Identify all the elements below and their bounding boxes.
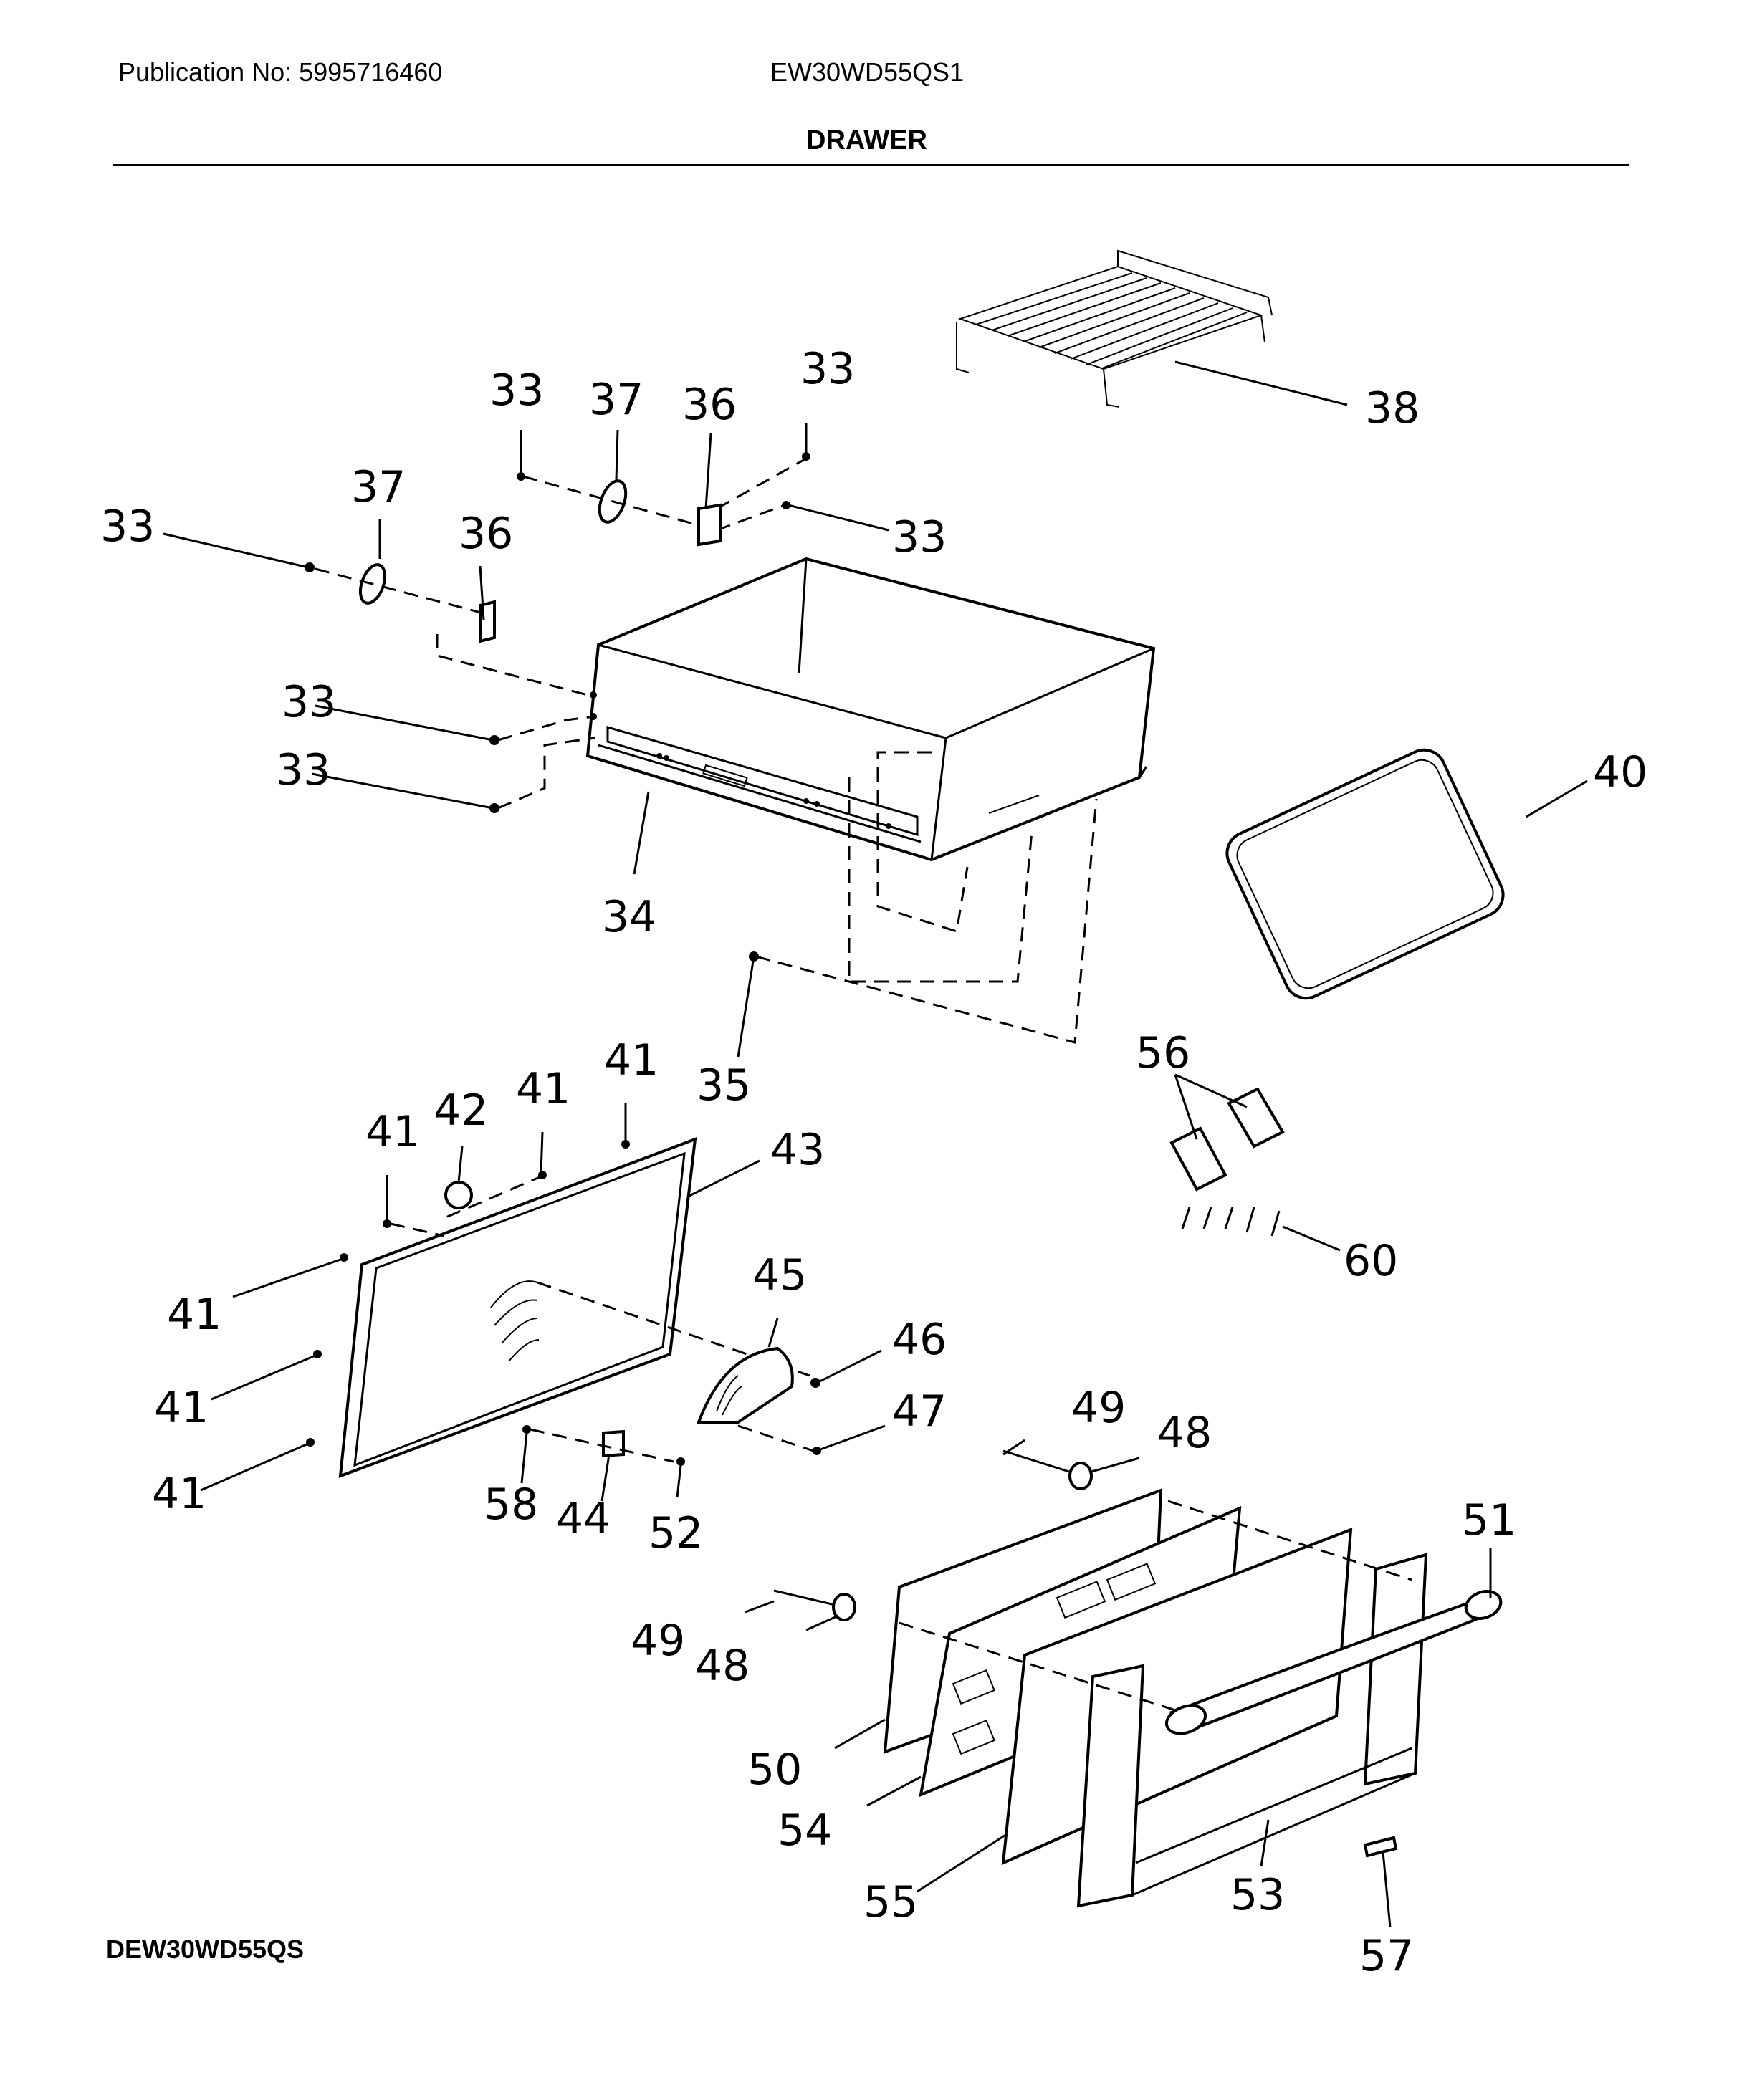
callout-33-mid: 33 [282, 677, 336, 727]
door-frame-right-53[interactable] [1363, 1553, 1428, 1786]
leader-35 [737, 956, 755, 1058]
publication-number: Publication No: 5995716460 [118, 57, 443, 87]
callout-33-top-right: 33 [800, 344, 855, 394]
callout-53: 53 [1230, 1870, 1285, 1920]
callout-41-left-upper: 41 [167, 1290, 221, 1340]
vent-plate-45[interactable] [697, 1346, 794, 1424]
callout-41-left-mid: 41 [154, 1383, 209, 1433]
hinge-bracket-56b[interactable] [1227, 1087, 1285, 1149]
leader-43 [687, 1159, 760, 1198]
callout-40: 40 [1593, 747, 1647, 797]
drawer-box-part[interactable] [585, 557, 1156, 862]
header-rule [113, 164, 1629, 166]
callout-47: 47 [892, 1386, 947, 1437]
callout-37-top: 37 [589, 375, 643, 425]
callout-51: 51 [1462, 1495, 1516, 1545]
callout-35: 35 [697, 1060, 751, 1111]
callout-56: 56 [1136, 1028, 1190, 1078]
callout-38: 38 [1365, 383, 1420, 433]
callout-43: 43 [770, 1125, 825, 1175]
model-number: EW30WD55QS1 [770, 57, 965, 87]
callout-36-top: 36 [682, 380, 737, 430]
callout-36-left: 36 [459, 509, 513, 559]
callout-49-upper: 49 [1071, 1383, 1126, 1433]
screws-60[interactable] [1181, 1207, 1281, 1237]
callout-48-lower: 48 [695, 1641, 750, 1691]
inner-door-panel-part[interactable] [338, 1136, 697, 1478]
callout-41-upper: 41 [516, 1064, 570, 1114]
callout-60: 60 [1344, 1236, 1398, 1286]
callout-44: 44 [556, 1494, 611, 1544]
callout-45: 45 [752, 1250, 807, 1300]
callout-49-lower: 49 [631, 1616, 685, 1666]
callout-33-right: 33 [892, 512, 947, 562]
section-title: DRAWER [806, 125, 927, 155]
oven-rack-part[interactable] [956, 249, 1273, 408]
leader-40 [1526, 780, 1588, 818]
callout-41-top: 41 [604, 1035, 659, 1085]
callout-55: 55 [863, 1877, 918, 1927]
callout-41-mid-upper: 41 [365, 1107, 420, 1157]
callout-46: 46 [892, 1315, 947, 1365]
callout-58: 58 [484, 1480, 538, 1530]
badge-57[interactable] [1363, 1836, 1398, 1858]
door-gasket-part[interactable] [1220, 743, 1511, 1005]
callout-34: 34 [602, 892, 656, 942]
roller-48-lower[interactable] [832, 1593, 856, 1621]
callout-37-left: 37 [351, 462, 406, 512]
footer-model-code: DEW30WD55QS [106, 1934, 305, 1964]
callout-48-upper: 48 [1157, 1408, 1212, 1458]
callout-41-left-lower: 41 [152, 1469, 206, 1519]
callout-33-left: 33 [100, 502, 155, 552]
latch-44[interactable] [602, 1429, 625, 1458]
callout-50: 50 [747, 1745, 802, 1795]
hinge-bracket-56a[interactable] [1169, 1126, 1227, 1192]
callout-52: 52 [649, 1508, 703, 1558]
callout-54: 54 [777, 1806, 832, 1856]
callout-33-low: 33 [276, 745, 330, 795]
leader-34 [633, 791, 650, 875]
leader-38 [1174, 360, 1348, 406]
bracket-36-top[interactable] [697, 503, 722, 547]
callout-42: 42 [434, 1085, 488, 1136]
callout-33-top-left: 33 [489, 365, 544, 416]
callout-57: 57 [1359, 1931, 1414, 1981]
roller-48-upper[interactable] [1068, 1462, 1093, 1490]
knob-42[interactable] [444, 1181, 473, 1209]
